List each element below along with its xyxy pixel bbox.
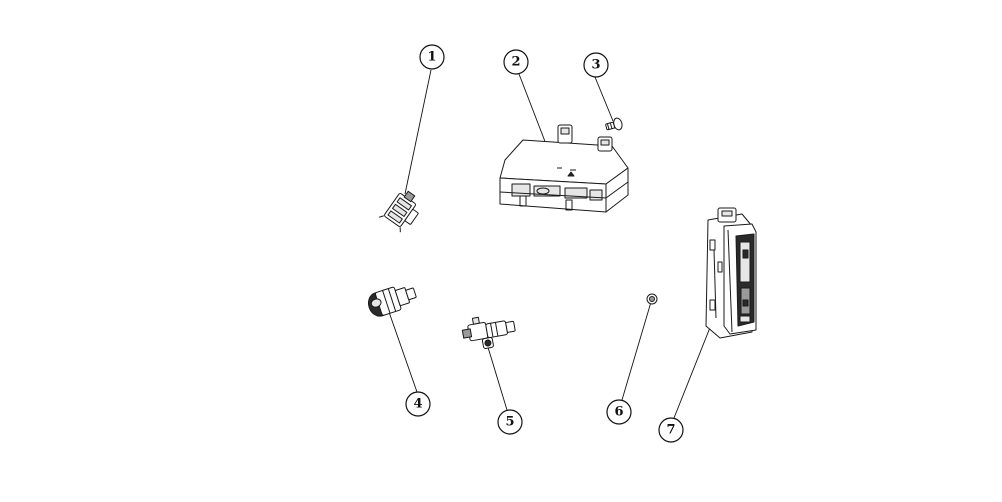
part-5-actuator — [461, 316, 516, 349]
callout-5-label: 5 — [505, 415, 514, 430]
part-7-control-panel — [705, 207, 757, 339]
leader-line-3 — [594, 76, 614, 122]
callout-4-label: 4 — [413, 397, 422, 412]
callout-6-label: 6 — [614, 405, 623, 420]
callout-3-label: 3 — [591, 58, 600, 73]
callout-1: 1 — [419, 44, 445, 70]
callout-2: 2 — [503, 49, 529, 75]
callout-1-label: 1 — [427, 50, 436, 65]
callout-2-label: 2 — [511, 55, 520, 70]
part-2-control-module — [499, 124, 629, 213]
leader-line-4 — [388, 311, 418, 393]
leader-line-1 — [404, 69, 432, 195]
part-6-grommet — [646, 293, 658, 305]
callout-7-label: 7 — [666, 423, 675, 438]
callout-6: 6 — [606, 399, 632, 425]
callout-4: 4 — [405, 391, 431, 417]
leader-line-5 — [486, 343, 508, 411]
callout-5: 5 — [497, 409, 523, 435]
part-1-wire-connector — [378, 190, 419, 233]
part-3-screw — [605, 117, 623, 131]
part-4-sensor-socket — [367, 286, 417, 317]
leader-lines — [388, 69, 718, 419]
leader-line-6 — [621, 301, 652, 401]
callout-3: 3 — [583, 52, 609, 78]
callout-7: 7 — [658, 417, 684, 443]
